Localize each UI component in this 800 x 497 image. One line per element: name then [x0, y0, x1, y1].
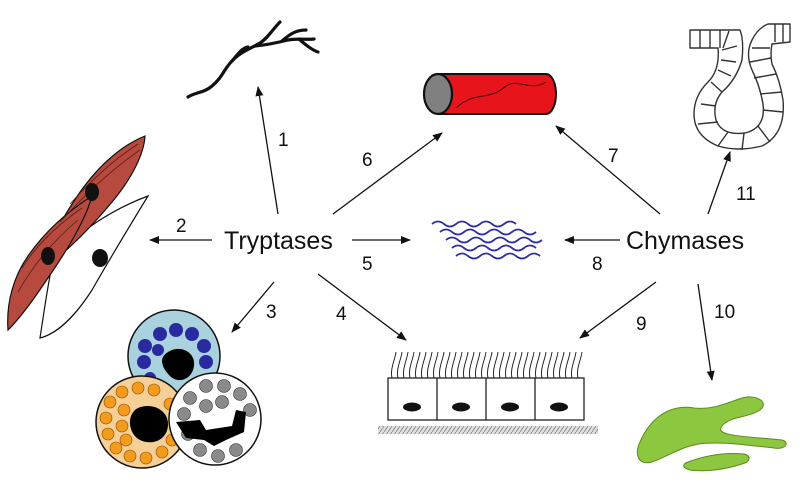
cilium — [427, 351, 433, 379]
cilium — [421, 351, 427, 379]
epithelium-icon — [378, 351, 598, 434]
arrows — [149, 86, 731, 381]
arrow-3 — [231, 281, 275, 333]
cilium — [487, 351, 493, 379]
cilium — [553, 351, 559, 379]
arrow-label-3: 3 — [266, 302, 277, 323]
cilium — [481, 351, 487, 379]
arrow-7 — [555, 125, 661, 215]
arrow-label-6: 6 — [362, 150, 373, 171]
matrix-fibers-icon — [431, 220, 543, 260]
cilium — [559, 351, 565, 379]
cilium — [451, 351, 457, 379]
tryptases-label: Tryptases — [224, 227, 333, 255]
gland-crypt-icon — [689, 23, 791, 151]
green-cell-icon — [636, 396, 787, 472]
cilium — [499, 351, 505, 379]
chymases-label: Chymases — [626, 227, 744, 255]
smooth-muscle-cells-icon — [7, 135, 150, 339]
cilium — [469, 351, 475, 379]
cilium — [547, 351, 553, 379]
arrow-label-8: 8 — [592, 254, 603, 275]
cilium — [409, 351, 415, 379]
arrow-11 — [707, 151, 731, 215]
arrow-label-7: 7 — [608, 146, 619, 167]
cilium — [535, 351, 541, 379]
arrow-9 — [579, 281, 657, 339]
cilium — [457, 351, 463, 379]
arrow-1 — [255, 86, 279, 215]
arrow-label-10: 10 — [714, 302, 735, 323]
cilium — [511, 351, 517, 379]
arrow-label-9: 9 — [636, 314, 647, 335]
cilium — [415, 351, 421, 379]
cilium — [391, 351, 397, 379]
cilium — [397, 351, 403, 379]
cilium — [541, 351, 547, 379]
arrow-label-1: 1 — [278, 130, 289, 151]
neutrophil-cell-icon — [168, 372, 262, 466]
arrow-4 — [317, 273, 407, 341]
arrow-label-11: 11 — [736, 184, 756, 205]
cilium — [403, 351, 409, 379]
arrow-10 — [697, 283, 715, 381]
cilium — [565, 351, 571, 379]
leukocytes-icon — [95, 309, 262, 469]
arrow-label-2: 2 — [176, 216, 187, 237]
cilium — [529, 351, 535, 379]
cilium — [505, 351, 511, 379]
blood-vessel-icon — [422, 72, 557, 116]
cilium — [445, 351, 451, 379]
cilium — [517, 351, 523, 379]
cilium — [433, 351, 439, 379]
cilium — [571, 351, 577, 379]
cilium — [439, 351, 445, 379]
cilium — [493, 351, 499, 379]
arrow-6 — [332, 132, 443, 215]
arrow-label-5: 5 — [362, 254, 373, 275]
nerve-fiber-icon — [186, 20, 320, 99]
arrow-label-4: 4 — [336, 304, 347, 325]
cilium — [577, 351, 583, 379]
cilium — [475, 351, 481, 379]
cilium — [463, 351, 469, 379]
cilium — [523, 351, 529, 379]
eosinophil-cell-icon — [95, 375, 189, 469]
